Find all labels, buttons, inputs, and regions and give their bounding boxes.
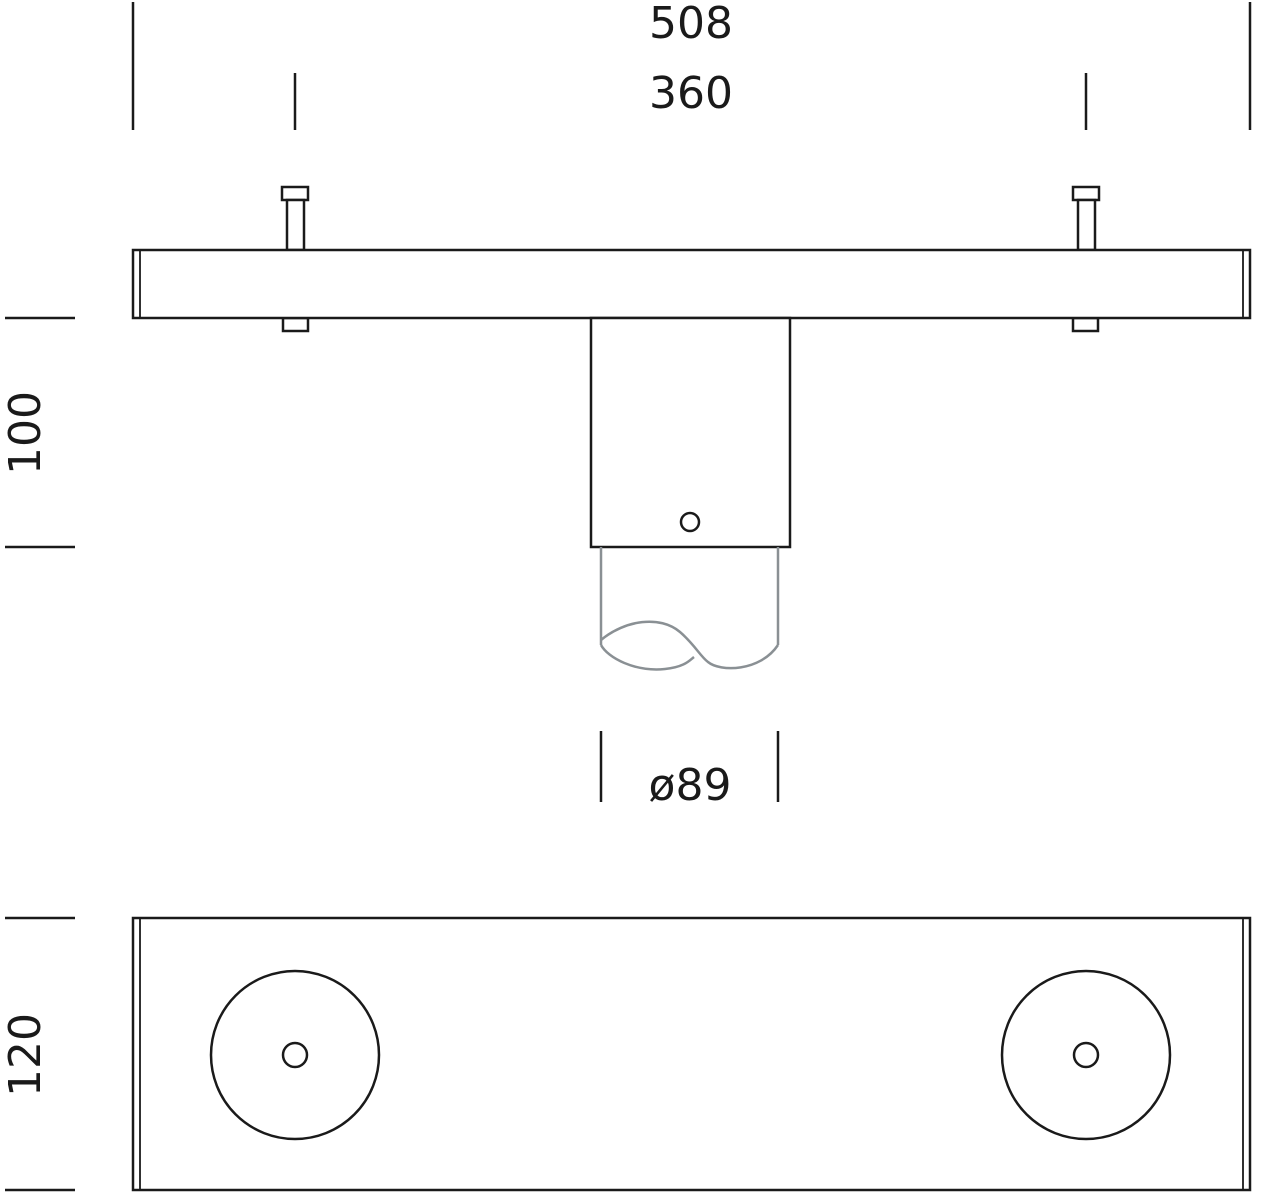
lamp-housing <box>589 316 792 549</box>
right-canopy <box>1000 969 1172 1141</box>
lamp-diameter-label: ø89 <box>649 760 732 811</box>
front-bar <box>131 248 1252 320</box>
overall-length-dimension: 508 <box>131 0 1252 130</box>
left-canopy <box>209 969 381 1141</box>
overall-length-label: 508 <box>649 0 733 49</box>
lamp-bulb <box>599 547 780 671</box>
right-canopy-screw-icon <box>1072 1041 1100 1069</box>
housing-screw-icon <box>679 511 701 533</box>
left-canopy-screw-icon <box>281 1041 309 1069</box>
mount-spacing-label: 360 <box>649 68 733 119</box>
body-height-label: 100 <box>0 391 51 475</box>
mount-spacing-dimension: 360 <box>293 68 1088 130</box>
body-height-dimension: 100 <box>0 316 75 549</box>
top-view-plate <box>131 916 1252 1192</box>
lamp-diameter-dimension: ø89 <box>599 731 780 811</box>
plate-width-label: 120 <box>0 1013 51 1097</box>
plate-width-dimension: 120 <box>0 916 75 1192</box>
